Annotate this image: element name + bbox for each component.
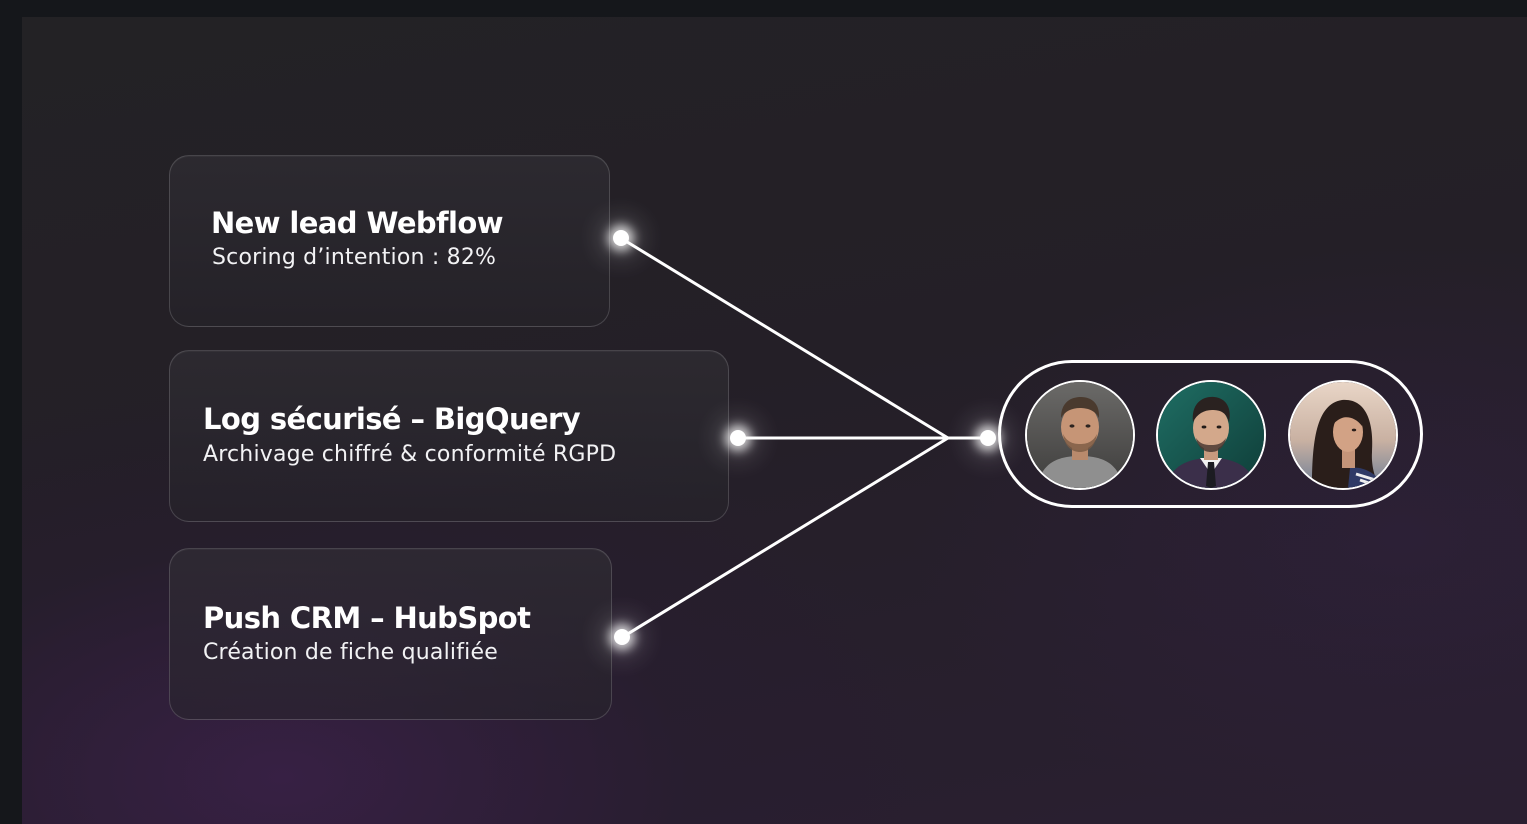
card-subtitle: Archivage chiffré & conformité RGPD [203, 442, 617, 467]
card-title: Push CRM – HubSpot [203, 601, 531, 635]
connector-line-webflow [617, 235, 950, 440]
glow-dot-hubspot [614, 629, 630, 645]
card-title: New lead Webflow [211, 206, 504, 240]
glow-dot-avatar-group [980, 430, 996, 446]
avatar-group [998, 360, 1423, 508]
person-long-hair-icon [1288, 380, 1398, 490]
person-suit-tie-icon [1156, 380, 1266, 490]
card-subtitle: Création de fiche qualifiée [203, 640, 498, 665]
glow-dot-webflow [613, 230, 629, 246]
card-push-crm-hubspot: Push CRM – HubSpot Création de fiche qua… [169, 548, 612, 720]
card-title: Log sécurisé – BigQuery [203, 402, 581, 436]
person-short-hair-beard-icon [1025, 380, 1135, 490]
card-new-lead-webflow: New lead Webflow Scoring d’intention : 8… [169, 155, 610, 327]
connector-lines [617, 235, 988, 640]
flow-diagram-canvas: New lead Webflow Scoring d’intention : 8… [22, 17, 1527, 824]
glow-dot-bigquery [730, 430, 746, 446]
card-subtitle: Scoring d’intention : 82% [212, 245, 497, 270]
card-log-bigquery: Log sécurisé – BigQuery Archivage chiffr… [169, 350, 729, 522]
connector-line-hubspot [619, 436, 950, 640]
